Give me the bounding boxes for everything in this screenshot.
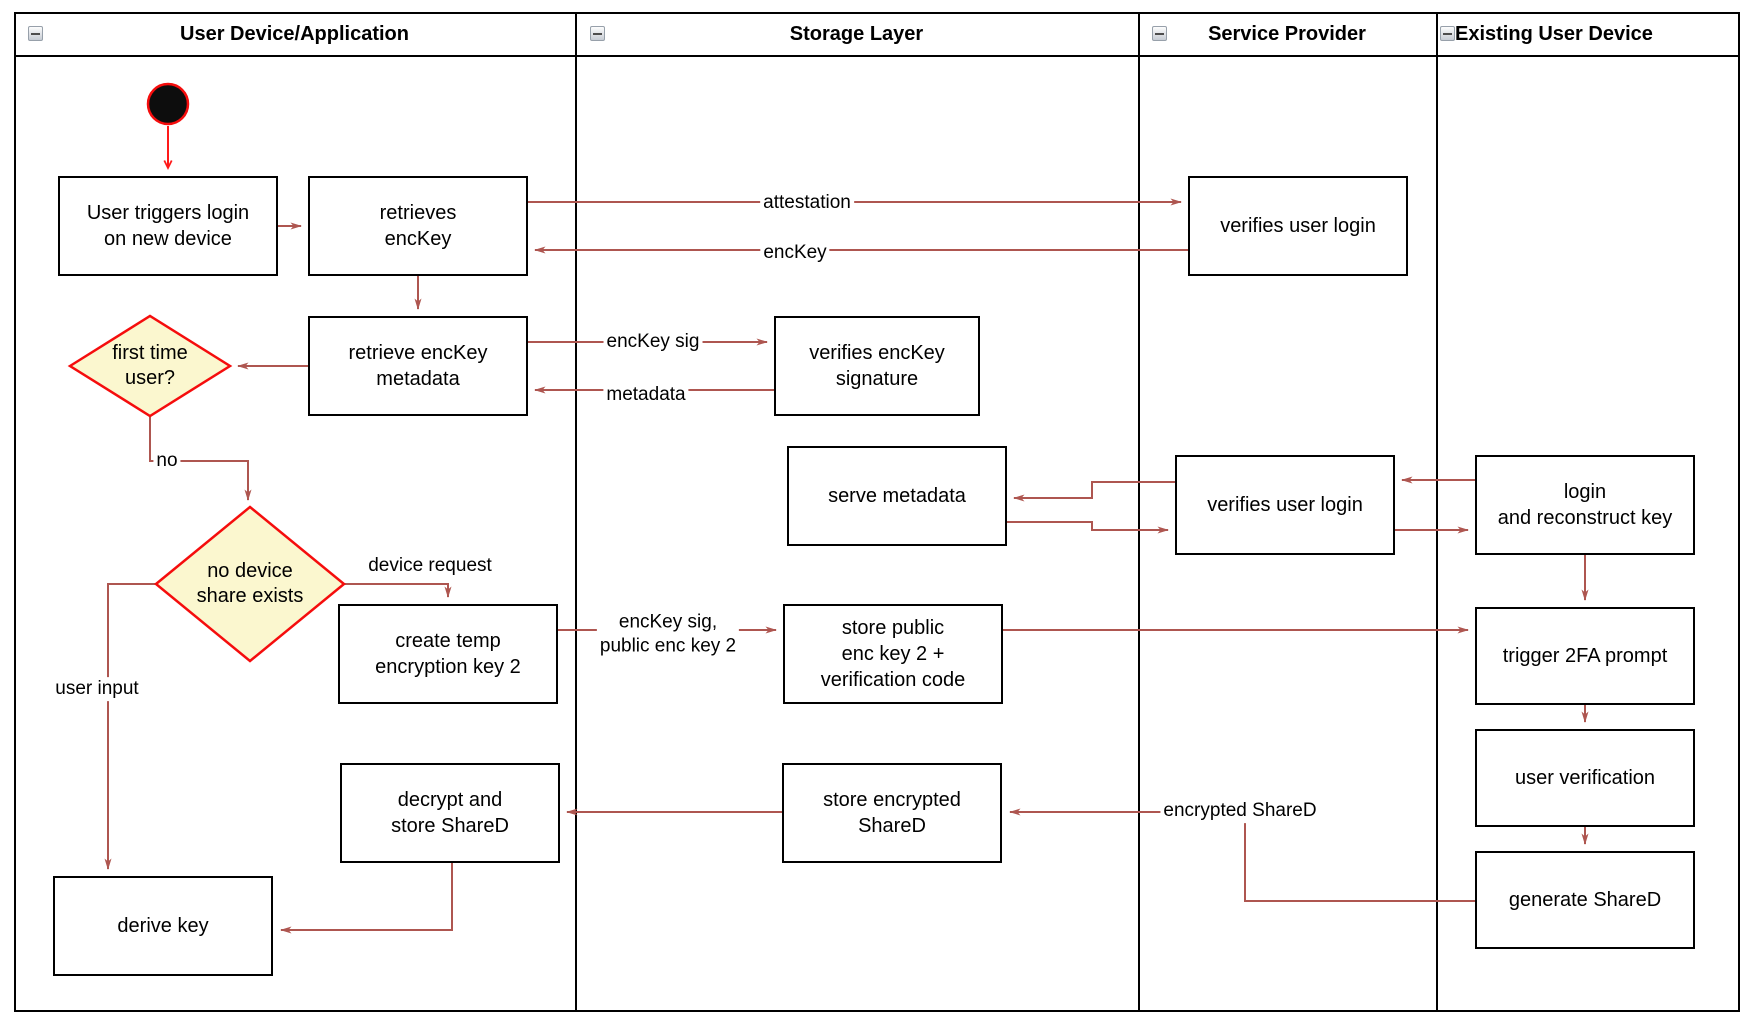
decision-label-first-time-user[interactable]: first time user? xyxy=(112,342,188,389)
decision-no-device-share[interactable] xyxy=(154,505,346,663)
node-retrieve-enckey-metadata[interactable]: retrieve encKey metadata xyxy=(308,316,528,416)
collapse-icon-lane-4[interactable] xyxy=(1440,26,1455,41)
node-store-encrypted-shared[interactable]: store encrypted ShareD xyxy=(782,763,1002,863)
lane-title-user-device: User Device/Application xyxy=(180,22,409,45)
edge-label-enckey-sig: encKey sig xyxy=(603,330,703,354)
collapse-icon-lane-2[interactable] xyxy=(590,26,605,41)
node-derive-key[interactable]: derive key xyxy=(53,876,273,976)
decision-label-no-device-share[interactable]: no device share exists xyxy=(196,560,304,607)
lane-title-existing-user-device: Existing User Device xyxy=(1455,22,1653,45)
diagram-outer-border xyxy=(14,12,1740,1012)
decision-first-time-user[interactable] xyxy=(67,314,233,418)
node-verifies-user-login-top[interactable]: verifies user login xyxy=(1188,176,1408,276)
edge-label-encrypted-shared: encrypted ShareD xyxy=(1160,799,1320,823)
edge-device-request xyxy=(344,583,452,598)
edge-label-no: no xyxy=(153,449,181,473)
edge-label-device-request: device request xyxy=(365,554,495,578)
node-decrypt-store-shared[interactable]: decrypt and store ShareD xyxy=(340,763,560,863)
lane-title-service-provider: Service Provider xyxy=(1208,22,1366,45)
lane-divider-1 xyxy=(575,12,577,1010)
node-serve-metadata[interactable]: serve metadata xyxy=(787,446,1007,546)
edge-serve-to-verify xyxy=(1007,521,1169,534)
node-generate-shared[interactable]: generate ShareD xyxy=(1475,851,1695,949)
collapse-icon-lane-1[interactable] xyxy=(28,26,43,41)
node-user-verification[interactable]: user verification xyxy=(1475,729,1695,827)
edge-label-enckey: encKey xyxy=(760,241,830,265)
node-login-reconstruct-key[interactable]: login and reconstruct key xyxy=(1475,455,1695,555)
lane-divider-2 xyxy=(1138,12,1140,1010)
node-user-triggers-login[interactable]: User triggers login on new device xyxy=(58,176,278,276)
edge-label-metadata: metadata xyxy=(603,383,689,407)
lane-divider-3 xyxy=(1436,12,1438,1010)
node-trigger-2fa[interactable]: trigger 2FA prompt xyxy=(1475,607,1695,705)
node-retrieves-enckey[interactable]: retrieves encKey xyxy=(308,176,528,276)
node-verifies-enckey-signature[interactable]: verifies encKey signature xyxy=(774,316,980,416)
start-node[interactable] xyxy=(146,82,190,126)
edge-no-branch xyxy=(149,416,252,501)
lane-header-separator xyxy=(14,55,1738,57)
collapse-icon-lane-3[interactable] xyxy=(1152,26,1167,41)
edge-verify-to-serve xyxy=(1013,481,1175,502)
edge-decrypt-to-derive xyxy=(280,863,453,934)
lane-title-storage-layer: Storage Layer xyxy=(789,22,924,45)
node-store-public-enc-key[interactable]: store public enc key 2 + verification co… xyxy=(783,604,1003,704)
node-create-temp-key[interactable]: create temp encryption key 2 xyxy=(338,604,558,704)
node-verifies-user-login-mid[interactable]: verifies user login xyxy=(1175,455,1395,555)
edge-label-user-input: user input xyxy=(52,677,142,701)
edge-user-input xyxy=(104,583,156,870)
edge-label-enckey-sig-public: encKey sig, public enc key 2 xyxy=(596,610,740,658)
edge-encrypted-shared xyxy=(1009,808,1475,902)
edge-label-attestation: attestation xyxy=(760,191,854,215)
